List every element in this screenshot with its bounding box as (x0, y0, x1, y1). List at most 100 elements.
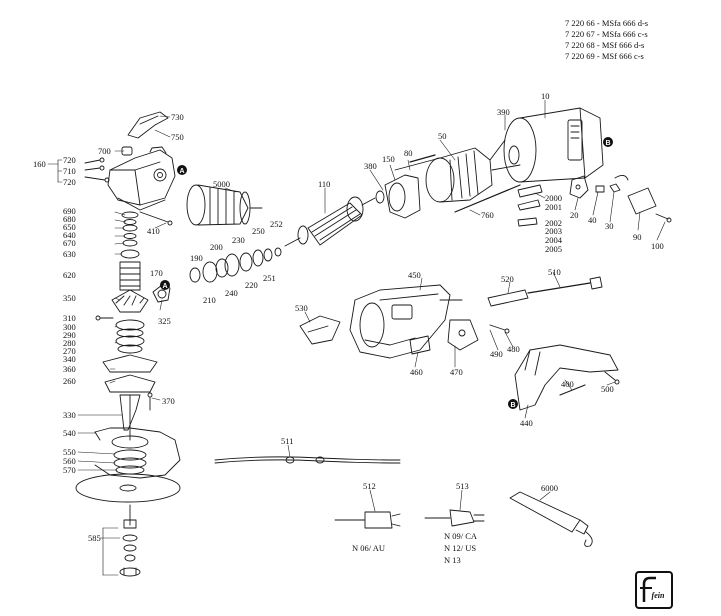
part-label: 20 (570, 210, 579, 220)
part-label: 250 (252, 226, 265, 236)
reference-markers: A A B B (160, 137, 613, 409)
part-label: 585 (88, 533, 101, 543)
part-label: 290 (63, 330, 76, 340)
part-label: 550 (63, 447, 76, 457)
gear-train (152, 247, 282, 303)
field-coil (394, 139, 521, 203)
part-label: 513 (456, 481, 469, 491)
part-label: 500 (601, 384, 614, 394)
part-label: 80 (404, 148, 413, 158)
part-label: 630 (63, 249, 76, 259)
part-label: 310 (63, 313, 76, 323)
part-label: 540 (63, 428, 76, 438)
back-handle (514, 344, 620, 411)
plug-513 (424, 509, 485, 527)
part-label: 760 (481, 210, 494, 220)
part-label: 720 (63, 155, 76, 165)
part-label: 750 (171, 132, 184, 142)
part-label: 700 (98, 146, 111, 156)
handle-housing (349, 284, 510, 359)
part-label: 110 (318, 179, 330, 189)
part-label: 450 (408, 270, 421, 280)
fan-baffle (384, 174, 421, 219)
part-label: 10 (541, 91, 550, 101)
cable-511 (214, 456, 401, 464)
part-label: 100 (651, 241, 664, 251)
part-label: 410 (147, 226, 160, 236)
part-label: 50 (438, 131, 447, 141)
part-label: 160 (33, 159, 46, 169)
plug-512 (334, 511, 401, 529)
part-labels: 730 750 700 160 720 710 720 5000 110 380… (33, 91, 664, 543)
fein-logo: fein (635, 571, 673, 609)
part-label: 230 (232, 235, 245, 245)
part-label: 2001 (545, 202, 562, 212)
part-label: 620 (63, 270, 76, 280)
part-label: 511 (281, 436, 293, 446)
part-label: 370 (162, 396, 175, 406)
part-label: 350 (63, 293, 76, 303)
fein-logo-text: fein (652, 591, 665, 600)
plug-512-variant: N 06/ AU (352, 543, 386, 553)
part-label: 2003 (545, 226, 562, 236)
motor-housing (503, 107, 604, 183)
part-label: 490 (490, 349, 503, 359)
part-label: 460 (410, 367, 423, 377)
model-number: 7 220 69 - MSf 666 c-s (565, 51, 644, 61)
part-label: 390 (497, 107, 510, 117)
part-label: 670 (63, 238, 76, 248)
part-label: 325 (158, 316, 171, 326)
part-label: 150 (382, 154, 395, 164)
side-handle (186, 184, 263, 226)
part-label: 680 (63, 214, 76, 224)
plug-513-variant-ca: N 09/ CA (444, 531, 478, 541)
part-label: 90 (633, 232, 642, 242)
part-label: 570 (63, 465, 76, 475)
part-label: 470 (450, 367, 463, 377)
part-label: 200 (210, 242, 223, 252)
ref-letter-a-2: A (162, 283, 167, 290)
part-label: 360 (63, 364, 76, 374)
part-label: 710 (63, 166, 76, 176)
part-label: 440 (520, 418, 533, 428)
part-label: 520 (501, 274, 514, 284)
ref-letter-b-2: B (510, 402, 515, 409)
model-number: 7 220 68 - MSf 666 d-s (565, 40, 645, 50)
plug-513-variant-us: N 12/ US (444, 543, 477, 553)
part-label: 400 (561, 379, 574, 389)
part-label: 251 (263, 273, 276, 283)
model-number: 7 220 66 - MSfa 666 d-s (565, 18, 649, 28)
part-label: 240 (225, 288, 238, 298)
spindle-stack (75, 211, 181, 577)
part-label: 650 (63, 222, 76, 232)
part-label: 210 (203, 295, 216, 305)
part-label: 512 (363, 481, 376, 491)
grease-tube (509, 491, 593, 547)
part-label: 480 (507, 344, 520, 354)
model-number: 7 220 67 - MSfa 666 c-s (565, 29, 648, 39)
part-label: 260 (63, 376, 76, 386)
part-label: 2002 (545, 218, 562, 228)
part-label: 640 (63, 230, 76, 240)
gear-housing-assembly (84, 111, 176, 226)
part-label: 6000 (541, 483, 558, 493)
part-label: 2005 (545, 244, 562, 254)
part-label: 270 (63, 346, 76, 356)
brush-holder-parts (569, 175, 672, 223)
part-label: 380 (364, 161, 377, 171)
part-label: 300 (63, 322, 76, 332)
part-label: 730 (171, 112, 184, 122)
part-label: 190 (190, 253, 203, 263)
part-label: 252 (270, 219, 283, 229)
part-label: 30 (605, 221, 614, 231)
part-label: 530 (295, 303, 308, 313)
ref-letter-a-1: A (179, 168, 184, 175)
part-label: 690 (63, 206, 76, 216)
part-label: 220 (245, 280, 258, 290)
part-label: 170 (150, 268, 163, 278)
part-label: 510 (548, 267, 561, 277)
part-label: 340 (63, 354, 76, 364)
part-label: 330 (63, 410, 76, 420)
